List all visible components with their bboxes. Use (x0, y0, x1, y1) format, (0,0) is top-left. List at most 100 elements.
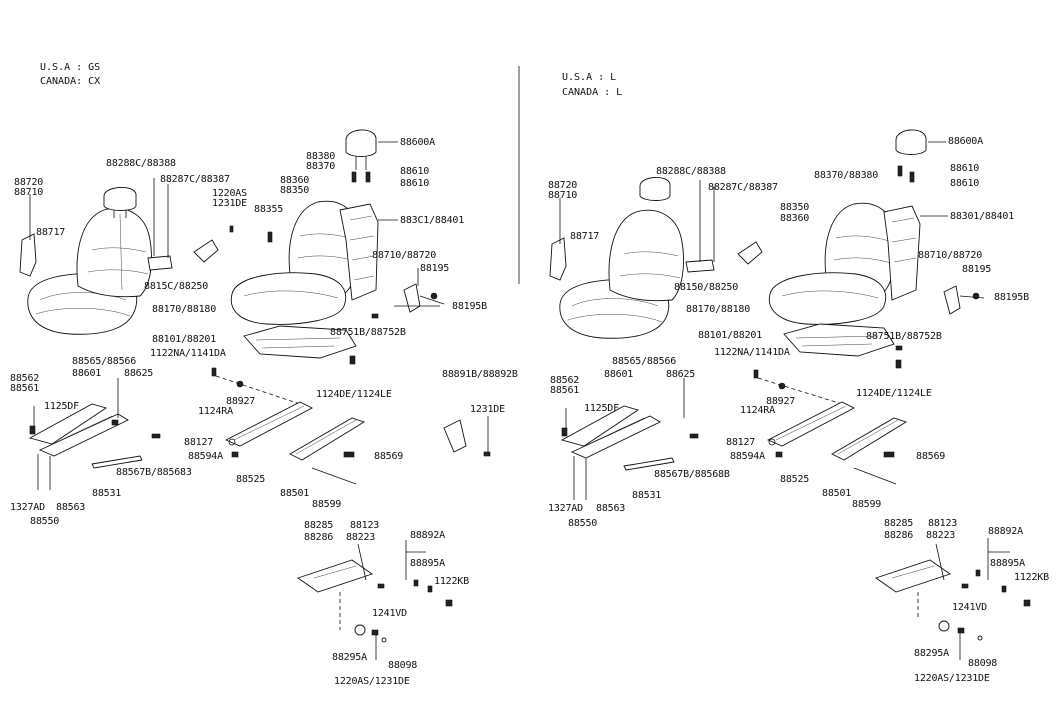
part-label: 88531 (632, 490, 662, 501)
part-label: 88550 (30, 516, 60, 527)
part-label: 88710/88720 (918, 250, 983, 261)
part-label: 1231DE (212, 198, 247, 209)
part-label: 88285 (304, 520, 334, 531)
part-label: 88301/88401 (950, 211, 1015, 222)
left-bracket (297, 540, 453, 660)
left-exploded-seat (229, 129, 445, 365)
part-label: 1124RA (198, 406, 233, 417)
part-label: 88286 (304, 532, 334, 543)
part-label: 88127 (726, 437, 756, 448)
part-label: 88350 (280, 185, 310, 196)
part-label: 1220AS/1231DE (334, 676, 410, 687)
part-label: 88098 (968, 658, 998, 669)
part-label: 88288C/88388 (656, 166, 726, 177)
part-label: 88195 (962, 264, 992, 275)
part-label: 1124RA (740, 405, 775, 416)
part-label: 88380 (306, 151, 336, 162)
part-label: 1124DE/1124LE (856, 388, 932, 399)
part-label: 88562 (550, 375, 580, 386)
part-label: 88286 (884, 530, 914, 541)
part-label: 88720 (548, 180, 578, 191)
part-label: 88594A (730, 451, 765, 462)
part-label: 88223 (346, 532, 376, 543)
part-label: 1125DF (44, 401, 79, 412)
left-tracks (28, 367, 491, 490)
part-label: 88170/88180 (686, 304, 751, 315)
part-label: 88563 (56, 502, 86, 513)
part-label: 88561 (10, 383, 40, 394)
left-market-canada: CANADA: CX (40, 76, 101, 87)
part-label: 88720 (14, 177, 44, 188)
part-label: 88295A (914, 648, 949, 659)
part-label: 88600A (948, 136, 983, 147)
part-label: 88565/88566 (612, 356, 677, 367)
part-label: 88370 (306, 161, 336, 172)
part-label: 1122KB (1014, 572, 1049, 583)
part-label: 88895A (410, 558, 445, 569)
part-label: 1220AS/1231DE (914, 673, 990, 684)
part-label: 88525 (780, 474, 810, 485)
part-label: 88287C/88387 (708, 182, 778, 193)
part-label: 88195 (420, 263, 450, 274)
part-label: 88569 (916, 451, 946, 462)
part-label: 88285 (884, 518, 914, 529)
part-label: 88610 (400, 166, 430, 177)
part-label: 88610 (400, 178, 430, 189)
part-label: 88567B/885683 (116, 467, 192, 478)
part-label: 88892A (988, 526, 1023, 537)
part-label: 88710/88720 (372, 250, 437, 261)
part-label: 88710 (548, 190, 578, 201)
part-label: 88127 (184, 437, 214, 448)
part-label: 88098 (388, 660, 418, 671)
part-label: 88610 (950, 178, 980, 189)
part-label: 1122KB (434, 576, 469, 587)
part-label: 88288C/88388 (106, 158, 176, 169)
part-label: 88101/88201 (698, 330, 763, 341)
part-label: 88360 (780, 213, 810, 224)
part-label: 88610 (950, 163, 980, 174)
part-label: 88751B/88752B (330, 327, 406, 338)
part-label: 88501 (822, 488, 852, 499)
part-label: 88891B/88892B (442, 369, 518, 380)
part-label: 88717 (570, 231, 600, 242)
part-label: 88717 (36, 227, 66, 238)
part-label: 88892A (410, 530, 445, 541)
right-exploded-seat (768, 129, 985, 369)
part-label: 88123 (350, 520, 380, 531)
part-label: 88565/88566 (72, 356, 137, 367)
part-label: 88287C/88387 (160, 174, 230, 185)
part-label: 88150/88250 (674, 282, 739, 293)
part-label: 88350 (780, 202, 810, 213)
part-label: 88710 (14, 187, 44, 198)
part-label: 88501 (280, 488, 310, 499)
part-label: 1327AD (10, 502, 45, 513)
part-label: 88195B (452, 301, 487, 312)
part-label: 1220AS (212, 188, 247, 199)
part-label: 88563 (596, 503, 626, 514)
part-label: 88927 (766, 396, 796, 407)
right-bracket (875, 538, 1031, 660)
part-label: 1122NA/1141DA (714, 347, 790, 358)
left-seat-assembly (19, 178, 219, 335)
part-label: 88531 (92, 488, 122, 499)
part-label: 88567B/88568B (654, 469, 730, 480)
part-label: 1327AD (548, 503, 583, 514)
part-label: 88223 (926, 530, 956, 541)
part-label: 883C1/88401 (400, 215, 465, 226)
part-label: 88927 (226, 396, 256, 407)
part-label: 88562 (10, 373, 40, 384)
part-label: 88101/88201 (152, 334, 217, 345)
part-label: 88599 (312, 499, 342, 510)
part-label: 88751B/88752B (866, 331, 942, 342)
left-market-usa: U.S.A : GS (40, 62, 101, 73)
part-label: 88569 (374, 451, 404, 462)
part-label: 88895A (990, 558, 1025, 569)
part-label: 88600A (400, 137, 435, 148)
part-label: 88561 (550, 385, 580, 396)
part-label: 88594A (188, 451, 223, 462)
right-seat-assembly (549, 177, 763, 339)
part-label: 88550 (568, 518, 598, 529)
part-label: 88170/88180 (152, 304, 217, 315)
